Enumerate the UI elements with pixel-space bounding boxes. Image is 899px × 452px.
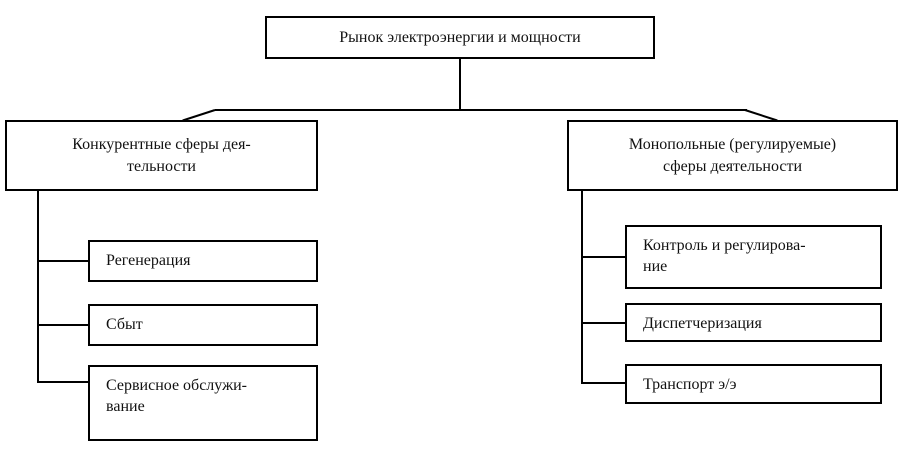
- node-competitive: Конкурентные сферы дея- тельности: [5, 120, 318, 191]
- node-root: Рынок электроэнергии и мощности: [265, 16, 655, 59]
- connector-right-stub-3: [581, 382, 627, 384]
- node-transport-label: Транспорт э/э: [643, 376, 737, 393]
- node-dispatch-label: Диспетчеризация: [643, 315, 762, 332]
- node-service: Сервисное обслужи- вание: [88, 365, 318, 441]
- connector-left-stub-1: [37, 260, 90, 262]
- node-transport: Транспорт э/э: [625, 364, 882, 404]
- node-regeneration: Регенерация: [88, 240, 318, 282]
- connector-left-stub-3: [37, 381, 90, 383]
- connector-left-trunk: [37, 190, 39, 383]
- node-service-label: Сервисное обслужи- вание: [106, 377, 248, 416]
- connector-right-stub-1: [581, 256, 627, 258]
- node-monopoly: Монопольные (регулируемые) сферы деятель…: [567, 120, 898, 191]
- node-sales: Сбыт: [88, 304, 318, 346]
- node-root-label: Рынок электроэнергии и мощности: [339, 28, 581, 46]
- node-competitive-label: Конкурентные сферы дея- тельности: [72, 136, 251, 175]
- connector-root-stem: [459, 58, 461, 111]
- node-control-label: Контроль и регулирова- ние: [643, 237, 806, 276]
- node-control: Контроль и регулирова- ние: [625, 225, 882, 289]
- node-regeneration-label: Регенерация: [106, 252, 191, 269]
- node-sales-label: Сбыт: [106, 316, 143, 333]
- connector-left-stub-2: [37, 324, 90, 326]
- node-dispatch: Диспетчеризация: [625, 303, 882, 342]
- connector-right-stub-2: [581, 322, 627, 324]
- connector-right-trunk: [581, 190, 583, 384]
- node-monopoly-label: Монопольные (регулируемые) сферы деятель…: [628, 136, 837, 175]
- connector-split-bar: [215, 109, 747, 111]
